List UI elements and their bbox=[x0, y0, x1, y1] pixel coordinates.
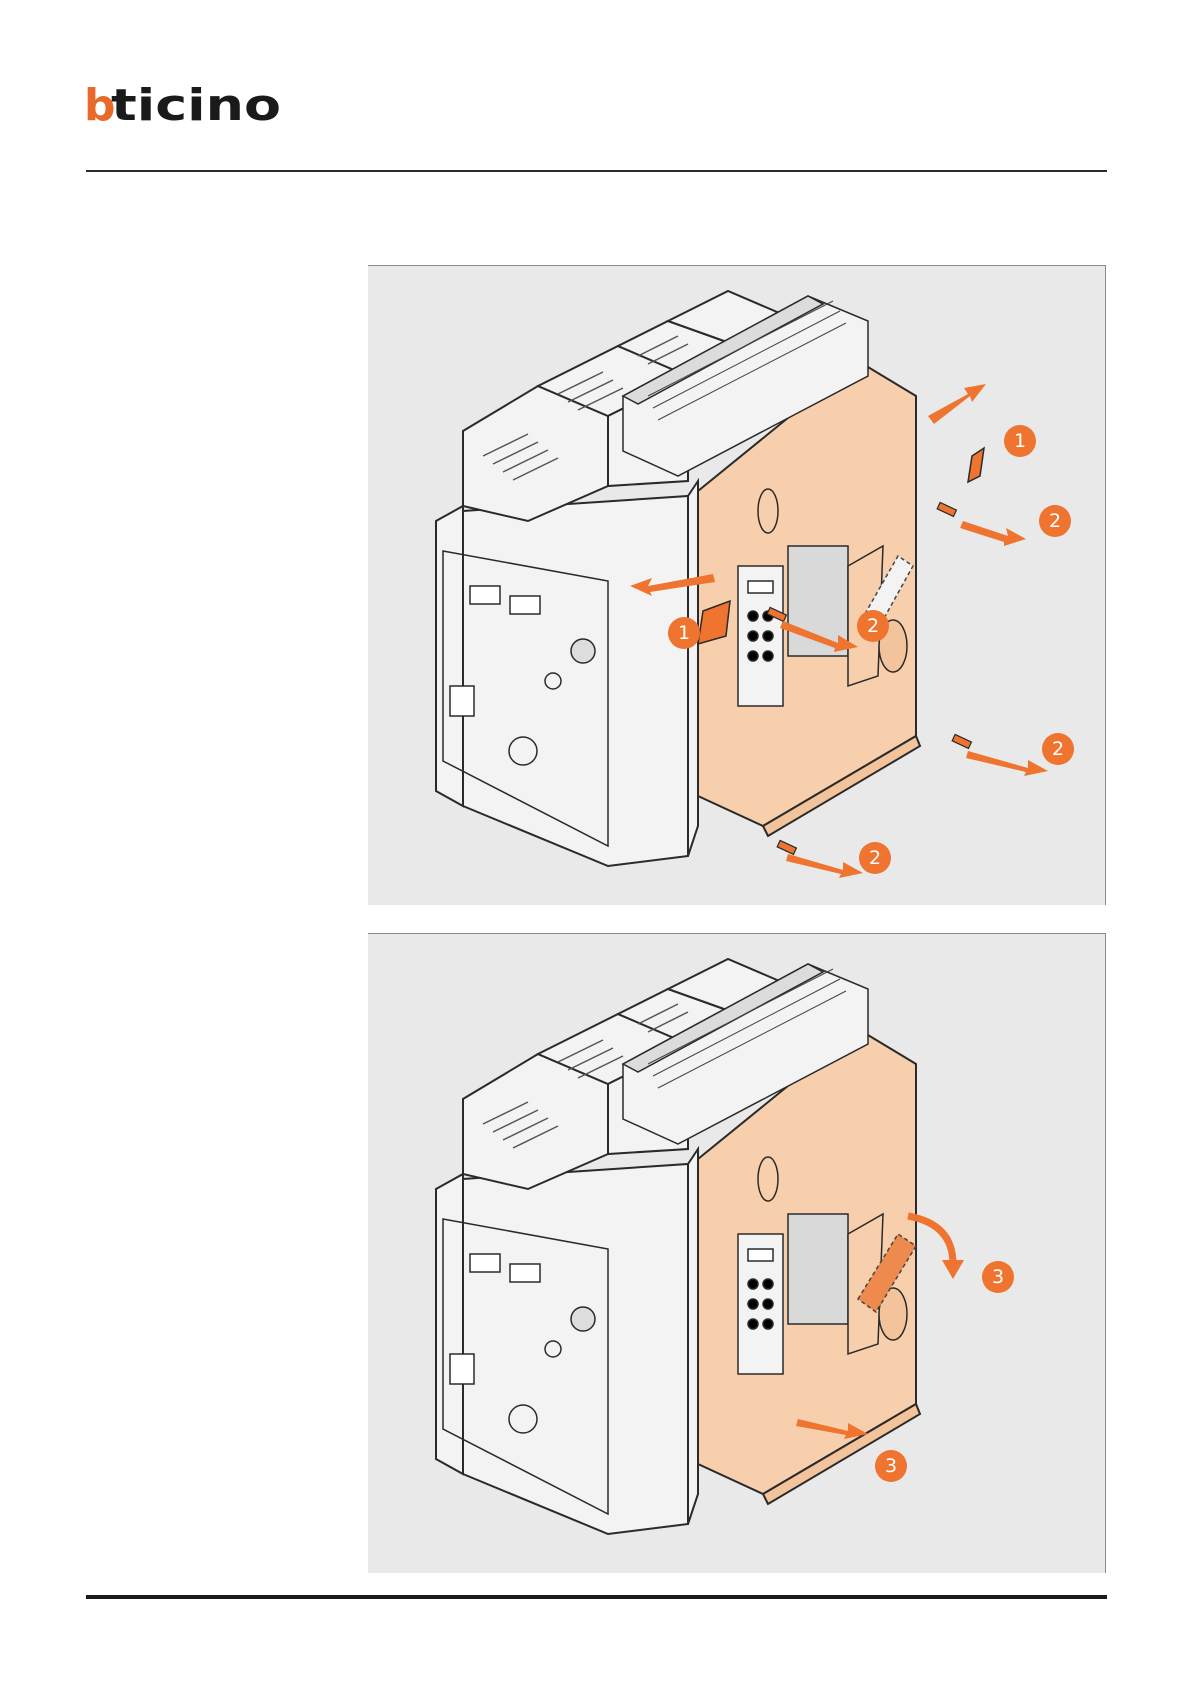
step-badge: 2 bbox=[859, 842, 891, 874]
step-label: 3 bbox=[992, 1266, 1004, 1288]
figure-1-illustration: 1 1 2 2 2 2 bbox=[368, 266, 1106, 906]
arrow-up-right bbox=[928, 384, 986, 424]
arrow-right-4 bbox=[786, 854, 863, 878]
footer-divider bbox=[86, 1595, 1107, 1599]
step-label: 2 bbox=[1052, 738, 1064, 760]
logo-text: ticino bbox=[111, 82, 281, 128]
step-label: 3 bbox=[885, 1455, 897, 1477]
arrow-right-3 bbox=[966, 751, 1048, 776]
step-badge: 2 bbox=[1042, 733, 1074, 765]
figure-2-panel: 3 3 bbox=[368, 933, 1106, 1573]
figure-1-panel: 1 1 2 2 2 2 bbox=[368, 265, 1106, 905]
figure-2-illustration: 3 3 bbox=[368, 934, 1106, 1574]
step-badge: 1 bbox=[1004, 425, 1036, 457]
header-divider bbox=[86, 170, 1107, 172]
step-badge: 3 bbox=[875, 1450, 907, 1482]
step-label: 1 bbox=[1014, 430, 1026, 452]
step-badge: 3 bbox=[982, 1261, 1014, 1293]
step-label: 2 bbox=[867, 615, 879, 637]
side-cap-right bbox=[968, 448, 984, 482]
rotate-arrow-head bbox=[942, 1260, 964, 1279]
step-badge: 1 bbox=[668, 617, 700, 649]
step-label: 2 bbox=[869, 847, 881, 869]
step-label: 2 bbox=[1049, 510, 1061, 532]
step-badge: 2 bbox=[857, 610, 889, 642]
step-label: 1 bbox=[678, 622, 690, 644]
step-badge: 2 bbox=[1039, 505, 1071, 537]
arrow-right-1 bbox=[960, 521, 1026, 546]
